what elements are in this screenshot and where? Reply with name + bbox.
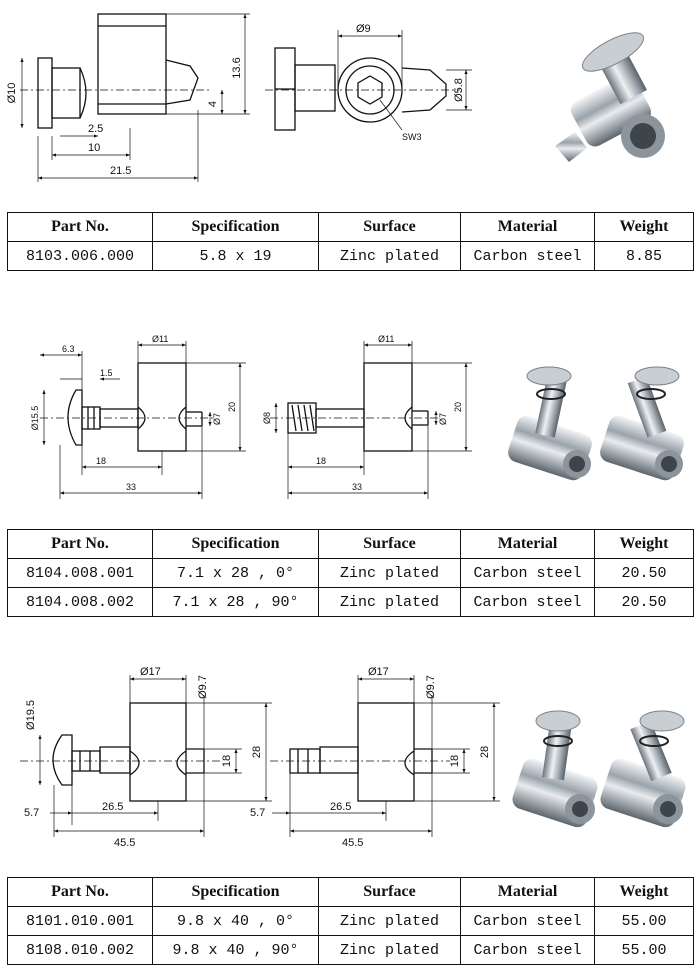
table-row: 8103.006.000 5.8 x 19 Zinc plated Carbon… <box>7 241 694 271</box>
part-no-cell: 8104.008.002 <box>7 587 153 617</box>
dim-33-right: 33 <box>352 482 362 492</box>
table-row: 8101.010.001 9.8 x 40 , 0° Zinc plated C… <box>7 906 694 936</box>
dim-d17-right: Ø17 <box>368 666 389 678</box>
specification-cell: 7.1 x 28 , 90° <box>152 587 319 617</box>
weight-cell: 55.00 <box>594 935 694 965</box>
dim-d7-left: Ø7 <box>212 413 222 425</box>
dim-sw3: SW3 <box>402 132 422 142</box>
dim-28-right: 28 <box>479 746 491 758</box>
table-header-row: Part No. Specification Surface Material … <box>7 877 694 907</box>
dim-d10: Ø10 <box>6 83 18 104</box>
weight-cell: 8.85 <box>594 241 694 271</box>
table-header-row: Part No. Specification Surface Material … <box>7 529 694 559</box>
dim-45-5-right: 45.5 <box>342 837 363 849</box>
product-photo-3 <box>512 710 686 828</box>
technical-drawing-3: Ø19.5 Ø17 Ø9.7 18 28 5.7 26.5 45.5 Ø17 Ø… <box>20 666 500 849</box>
technical-drawing-2: 6.3 1.5 Ø15.5 18 33 Ø11 Ø7 20 Ø11 Ø8 Ø7 … <box>30 334 472 499</box>
part-no-cell: 8103.006.000 <box>7 241 153 271</box>
col-weight: Weight <box>594 212 694 242</box>
col-weight: Weight <box>594 529 694 559</box>
dim-5-7-left: 5.7 <box>24 807 39 819</box>
product-photo-1 <box>555 32 665 162</box>
col-surface: Surface <box>318 212 461 242</box>
dim-2-5: 2.5 <box>88 123 103 135</box>
col-weight: Weight <box>594 877 694 907</box>
surface-cell: Zinc plated <box>318 558 461 588</box>
dim-6-3: 6.3 <box>62 344 75 354</box>
dim-20-right: 20 <box>453 402 463 412</box>
col-material: Material <box>460 877 595 907</box>
table-row: 8108.010.002 9.8 x 40 , 90° Zinc plated … <box>7 935 694 965</box>
surface-cell: Zinc plated <box>318 241 461 271</box>
surface-cell: Zinc plated <box>318 587 461 617</box>
dim-26-5-left: 26.5 <box>102 801 123 813</box>
part-no-cell: 8104.008.001 <box>7 558 153 588</box>
spec-table-1: Part No. Specification Surface Material … <box>7 212 694 271</box>
col-material: Material <box>460 529 595 559</box>
surface-cell: Zinc plated <box>318 935 461 965</box>
dim-18-right: 18 <box>449 755 461 767</box>
weight-cell: 20.50 <box>594 558 694 588</box>
col-part-no: Part No. <box>7 529 153 559</box>
dim-18-left: 18 <box>96 456 106 466</box>
specification-cell: 5.8 x 19 <box>152 241 319 271</box>
part-no-cell: 8101.010.001 <box>7 906 153 936</box>
specification-cell: 7.1 x 28 , 0° <box>152 558 319 588</box>
dim-21-5: 21.5 <box>110 165 131 177</box>
col-specification: Specification <box>152 529 319 559</box>
product-section-3: Ø19.5 Ø17 Ø9.7 18 28 5.7 26.5 45.5 Ø17 Ø… <box>0 655 700 979</box>
dim-d8: Ø8 <box>262 412 272 424</box>
col-part-no: Part No. <box>7 212 153 242</box>
material-cell: Carbon steel <box>460 587 595 617</box>
product-section-2: 6.3 1.5 Ø15.5 18 33 Ø11 Ø7 20 Ø11 Ø8 Ø7 … <box>0 315 700 625</box>
part-no-cell: 8108.010.002 <box>7 935 153 965</box>
dim-5-7-right: 5.7 <box>250 807 265 819</box>
dim-d11-left: Ø11 <box>152 334 168 344</box>
product-section-1: Ø10 2.5 10 21.5 13.6 4 Ø9 Ø5.8 SW3 Part … <box>0 0 700 290</box>
spec-table-2: Part No. Specification Surface Material … <box>7 529 694 617</box>
material-cell: Carbon steel <box>460 241 595 271</box>
table-header-row: Part No. Specification Surface Material … <box>7 212 694 242</box>
dim-d9: Ø9 <box>356 23 371 35</box>
dim-20-left: 20 <box>227 402 237 412</box>
dim-45-5-left: 45.5 <box>114 837 135 849</box>
specification-cell: 9.8 x 40 , 90° <box>152 935 319 965</box>
dim-26-5-right: 26.5 <box>330 801 351 813</box>
col-material: Material <box>460 212 595 242</box>
dim-1-5: 1.5 <box>100 368 113 378</box>
dim-10: 10 <box>88 142 100 154</box>
dim-d9-7-right: Ø9.7 <box>425 675 437 699</box>
specification-cell: 9.8 x 40 , 0° <box>152 906 319 936</box>
col-specification: Specification <box>152 877 319 907</box>
table-row: 8104.008.001 7.1 x 28 , 0° Zinc plated C… <box>7 558 694 588</box>
dim-4: 4 <box>207 101 219 107</box>
dim-13-6: 13.6 <box>231 57 243 78</box>
dim-d11-right: Ø11 <box>378 334 394 344</box>
weight-cell: 20.50 <box>594 587 694 617</box>
product-photo-2 <box>508 366 684 481</box>
dim-33-left: 33 <box>126 482 136 492</box>
spec-table-3: Part No. Specification Surface Material … <box>7 877 694 965</box>
dim-d19-5: Ø19.5 <box>25 700 37 730</box>
material-cell: Carbon steel <box>460 906 595 936</box>
dim-18-left: 18 <box>221 755 233 767</box>
col-surface: Surface <box>318 877 461 907</box>
dim-d17-left: Ø17 <box>140 666 161 678</box>
technical-drawing-1: Ø10 2.5 10 21.5 13.6 4 Ø9 Ø5.8 SW3 <box>6 13 472 182</box>
dim-d5-8: Ø5.8 <box>453 78 465 102</box>
table-row: 8104.008.002 7.1 x 28 , 90° Zinc plated … <box>7 587 694 617</box>
col-surface: Surface <box>318 529 461 559</box>
dim-d9-7-left: Ø9.7 <box>197 675 209 699</box>
dim-d7-right: Ø7 <box>438 413 448 425</box>
weight-cell: 55.00 <box>594 906 694 936</box>
material-cell: Carbon steel <box>460 935 595 965</box>
dim-18-right: 18 <box>316 456 326 466</box>
surface-cell: Zinc plated <box>318 906 461 936</box>
material-cell: Carbon steel <box>460 558 595 588</box>
col-part-no: Part No. <box>7 877 153 907</box>
dim-d15-5: Ø15.5 <box>30 406 40 431</box>
col-specification: Specification <box>152 212 319 242</box>
dim-28-left: 28 <box>251 746 263 758</box>
